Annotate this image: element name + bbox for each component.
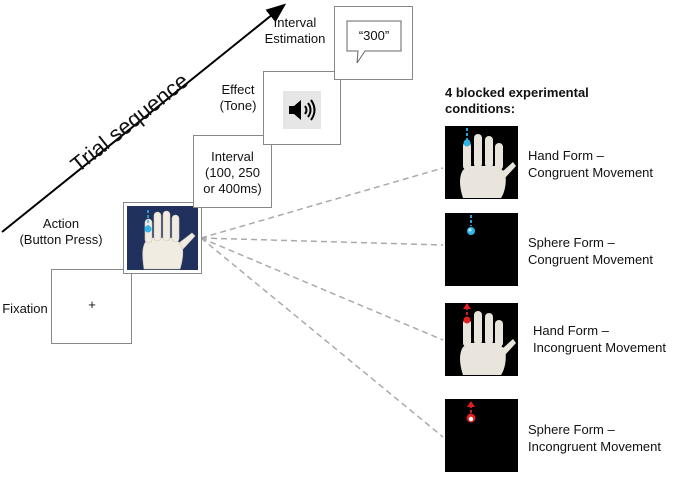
conditions-title-line2: conditions:	[445, 101, 516, 116]
interval-label-line1: Interval	[211, 149, 254, 164]
condition-2-line1: Sphere Form –	[528, 235, 615, 250]
effect-label: Effect (Tone)	[214, 82, 262, 114]
connector-line-4	[200, 237, 444, 438]
condition-thumbnail-3	[445, 303, 518, 376]
condition-label-4: Sphere Form – Incongruent Movement	[528, 421, 661, 455]
connector-line-2	[200, 237, 444, 246]
fixation-cross: +	[88, 297, 96, 312]
speech-bubble-text: “300”	[358, 28, 390, 43]
speech-bubble	[346, 20, 402, 64]
condition-label-3: Hand Form – Incongruent Movement	[533, 322, 666, 356]
estimation-label-line1: Interval	[273, 15, 317, 30]
virtual-hand-image	[460, 303, 516, 375]
speaker-icon	[289, 99, 316, 121]
interval-screen: Interval (100, 250 or 400ms)	[193, 135, 272, 208]
fixation-screen: +	[51, 269, 132, 344]
condition-3-line1: Hand Form –	[533, 323, 609, 338]
trial-sequence-arrow	[1, 3, 287, 233]
effect-label-line2: (Tone)	[219, 98, 257, 113]
condition-4-line2: Incongruent Movement	[528, 439, 661, 454]
interval-label-line3: or 400ms)	[203, 181, 262, 196]
condition-thumbnail-4	[445, 399, 518, 472]
condition-2-line2: Congruent Movement	[528, 252, 654, 267]
condition-3-line2: Incongruent Movement	[533, 340, 666, 355]
connector-line-1	[200, 167, 444, 239]
condition-1-line1: Hand Form –	[528, 148, 604, 163]
condition-label-1: Hand Form – Congruent Movement	[528, 147, 653, 181]
interval-label-line2: (100, 250	[205, 165, 260, 180]
sphere-image	[466, 401, 476, 423]
estimation-label-line2: Estimation	[264, 31, 326, 46]
speaker-icon-tile	[283, 91, 321, 129]
estimation-screen: “300”	[334, 6, 413, 80]
action-label-line2: (Button Press)	[19, 232, 103, 247]
condition-1-line2: Congruent Movement	[528, 165, 654, 180]
fixation-label: Fixation	[2, 301, 48, 316]
virtual-hand-image	[460, 128, 516, 198]
condition-4-line1: Sphere Form –	[528, 422, 615, 437]
connector-line-3	[200, 237, 444, 341]
estimation-label: Interval Estimation	[256, 15, 334, 47]
condition-label-2: Sphere Form – Congruent Movement	[528, 234, 653, 268]
action-label-line1: Action	[42, 216, 80, 231]
effect-label-line1: Effect	[221, 82, 255, 97]
condition-thumbnail-1	[445, 126, 518, 199]
hand-button-press-photo	[127, 206, 198, 270]
condition-thumbnail-2	[445, 213, 518, 286]
action-label: Action (Button Press)	[0, 216, 122, 248]
conditions-title: 4 blocked experimental conditions:	[445, 85, 589, 117]
sphere-image	[467, 215, 475, 235]
action-screen	[123, 202, 202, 274]
effect-screen	[263, 71, 341, 145]
conditions-title-line1: 4 blocked experimental	[445, 85, 589, 100]
